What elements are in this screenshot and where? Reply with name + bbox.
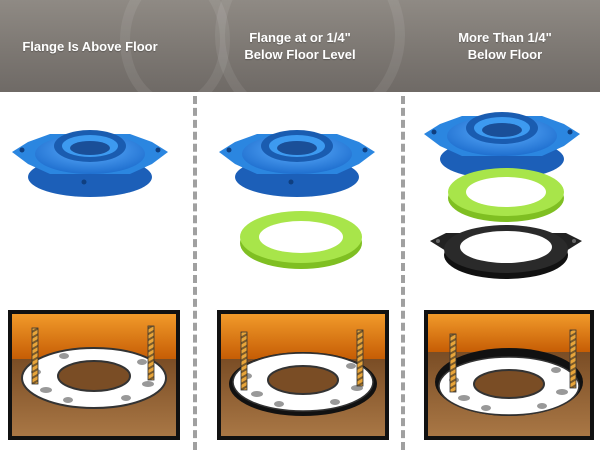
closet-bolt xyxy=(147,325,155,381)
blue-seal xyxy=(424,112,580,179)
closet-bolt xyxy=(449,333,457,393)
closet-bolt xyxy=(240,331,248,391)
blue-seal xyxy=(12,130,168,197)
toilet-flange xyxy=(435,348,583,416)
green-spacer-ring xyxy=(240,211,362,269)
toilet-flange xyxy=(229,352,377,416)
column-at-floor-level xyxy=(205,92,405,450)
closet-bolt xyxy=(356,329,364,387)
column-below-floor xyxy=(410,92,600,450)
flange-floor-scene xyxy=(8,310,180,440)
green-spacer-ring xyxy=(448,168,564,222)
column-divider xyxy=(401,96,405,450)
closet-bolt xyxy=(569,329,577,389)
column-title-at-floor-level: Flange at or 1/4" Below Floor Level xyxy=(244,30,356,62)
toilet-flange xyxy=(21,347,167,409)
header-banner: Flange Is Above Floor Flange at or 1/4" … xyxy=(0,0,600,92)
column-title-above-floor: Flange Is Above Floor xyxy=(22,38,158,54)
column-divider xyxy=(193,96,197,450)
column-above-floor xyxy=(0,92,200,450)
flange-floor-scene xyxy=(217,310,389,440)
flange-floor-scene xyxy=(424,310,594,440)
blue-seal xyxy=(219,130,375,197)
header-background-decor xyxy=(120,0,230,92)
black-spacer-ring xyxy=(430,225,582,279)
column-title-below-floor: More Than 1/4" Below Floor xyxy=(458,30,552,62)
closet-bolt xyxy=(31,327,39,385)
